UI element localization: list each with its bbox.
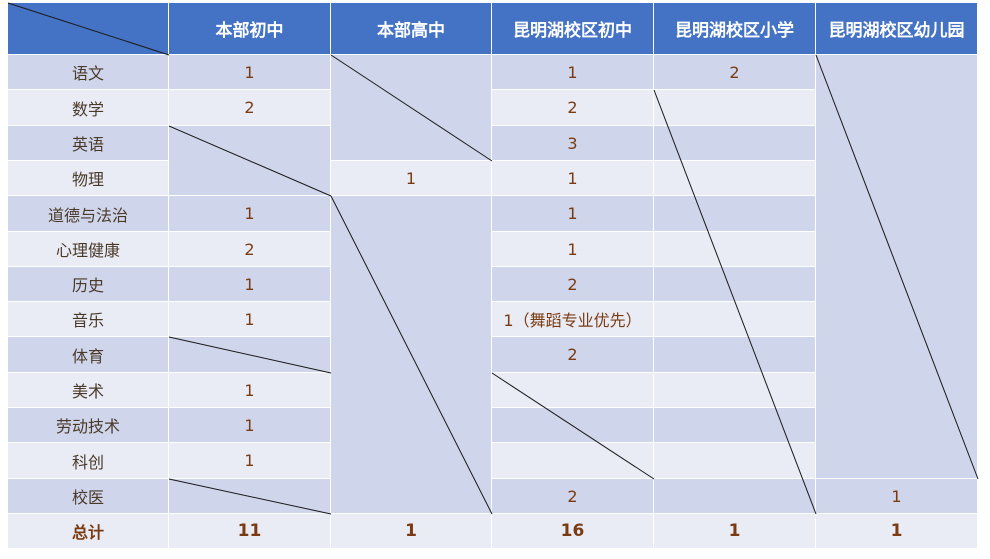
value-cell: [654, 373, 815, 407]
value-cell: [654, 267, 815, 301]
total-cell: 16: [492, 514, 653, 548]
subject-label: 劳动技术: [8, 408, 168, 442]
value-cell: [654, 302, 815, 336]
value-cell: [492, 408, 653, 442]
subject-label: 英语: [8, 126, 168, 160]
value-cell: 1: [169, 408, 330, 442]
value-cell: 1: [169, 196, 330, 231]
value-cell: 1: [492, 196, 653, 231]
subject-label: 校医: [8, 479, 168, 513]
value-cell: [654, 161, 815, 195]
value-cell: 1: [492, 232, 653, 266]
value-cell: [654, 443, 815, 478]
empty-range: [816, 55, 977, 478]
subject-label: 历史: [8, 267, 168, 301]
subject-label: 物理: [8, 161, 168, 195]
column-header: 昆明湖校区小学: [654, 3, 815, 54]
value-cell: 1（舞蹈专业优先）: [492, 302, 653, 336]
value-cell: [654, 90, 815, 125]
value-cell: 1: [331, 161, 491, 195]
empty-range: [169, 126, 330, 195]
subject-label: 体育: [8, 337, 168, 372]
value-cell: 2: [169, 90, 330, 125]
value-cell: [492, 443, 653, 478]
value-cell: 1: [169, 55, 330, 89]
value-cell: [654, 479, 815, 513]
value-cell: 1: [816, 479, 977, 513]
value-cell: 1: [169, 302, 330, 336]
subject-label: 美术: [8, 373, 168, 407]
subject-label: 心理健康: [8, 232, 168, 266]
value-cell: 3: [492, 126, 653, 160]
total-cell: 11: [169, 514, 330, 548]
subject-label: 语文: [8, 55, 168, 89]
value-cell: [654, 232, 815, 266]
subject-label: 道德与法治: [8, 196, 168, 231]
value-cell: 1: [492, 55, 653, 89]
subject-label: 数学: [8, 90, 168, 125]
total-cell: 1: [654, 514, 815, 548]
value-cell: 2: [492, 337, 653, 372]
value-cell: 2: [654, 55, 815, 89]
value-cell: [654, 126, 815, 160]
empty-range: [331, 55, 491, 160]
total-cell: 1: [331, 514, 491, 548]
subject-label: 科创: [8, 443, 168, 478]
value-cell: 1: [169, 443, 330, 478]
value-cell: [654, 337, 815, 372]
value-cell: [654, 408, 815, 442]
column-header: 昆明湖校区幼儿园: [816, 3, 977, 54]
value-cell: 1: [492, 161, 653, 195]
column-header: 昆明湖校区初中: [492, 3, 653, 54]
subject-label: 音乐: [8, 302, 168, 336]
column-header: 本部高中: [331, 3, 491, 54]
total-label: 总计: [8, 514, 168, 548]
value-cell: [169, 337, 330, 372]
value-cell: 2: [169, 232, 330, 266]
header-corner: [8, 3, 168, 54]
value-cell: [492, 373, 653, 407]
column-header: 本部初中: [169, 3, 330, 54]
value-cell: 1: [169, 267, 330, 301]
empty-range: [331, 196, 491, 513]
value-cell: 2: [492, 267, 653, 301]
total-cell: 1: [816, 514, 977, 548]
value-cell: 2: [492, 479, 653, 513]
value-cell: 1: [169, 373, 330, 407]
value-cell: [169, 479, 330, 513]
value-cell: [654, 196, 815, 231]
value-cell: 2: [492, 90, 653, 125]
